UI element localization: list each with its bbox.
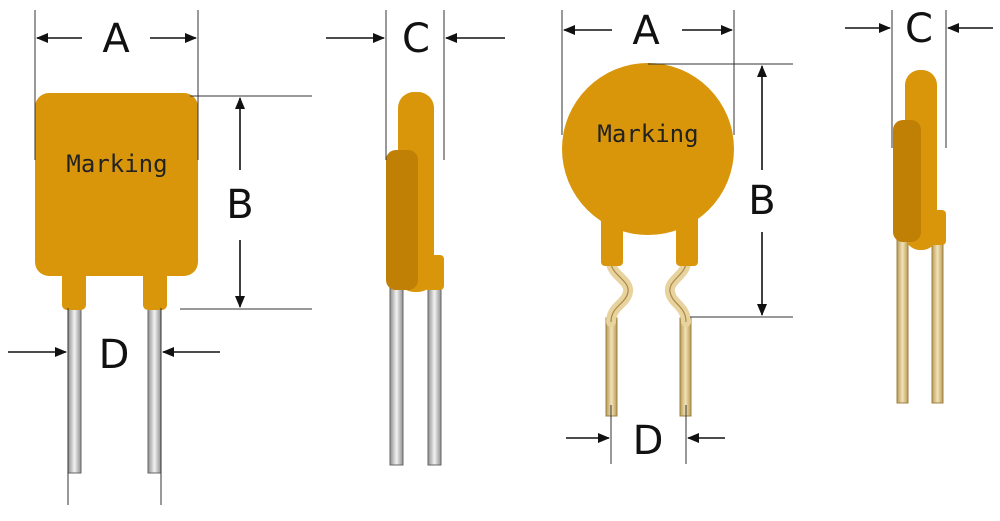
round-component-body — [562, 63, 734, 235]
lead-left — [67, 304, 82, 474]
round-dim-a-label: A — [632, 8, 660, 54]
round-side-lead-right — [931, 234, 944, 404]
round-side-lead-left — [896, 234, 909, 404]
round-marking-label: Marking — [597, 120, 698, 148]
round-component-front-view: Marking A B D — [561, 8, 793, 464]
round-dim-c-label: C — [905, 6, 933, 52]
component-body — [35, 93, 198, 276]
side-body-front — [386, 150, 418, 290]
lead-right — [147, 304, 162, 474]
round-lead-right — [679, 317, 692, 417]
dim-a-label: A — [102, 16, 130, 62]
round-dim-b-label: B — [748, 178, 775, 224]
side-lead-stub-right — [424, 255, 444, 290]
marking-label: Marking — [66, 150, 167, 178]
square-component-side-view: C — [326, 10, 505, 466]
round-component-side-view: C — [845, 6, 993, 404]
dim-d-label: D — [99, 332, 130, 378]
square-component-front-view: Marking A B D — [8, 10, 312, 505]
dim-b-label: B — [226, 182, 253, 228]
side-lead-right — [427, 279, 442, 466]
side-lead-left — [389, 279, 404, 466]
round-dim-d-label: D — [633, 418, 664, 464]
round-lead-left — [605, 317, 618, 417]
round-side-body-front — [893, 120, 921, 242]
dim-c-label: C — [402, 16, 430, 62]
round-side-lead-stub — [930, 210, 946, 245]
